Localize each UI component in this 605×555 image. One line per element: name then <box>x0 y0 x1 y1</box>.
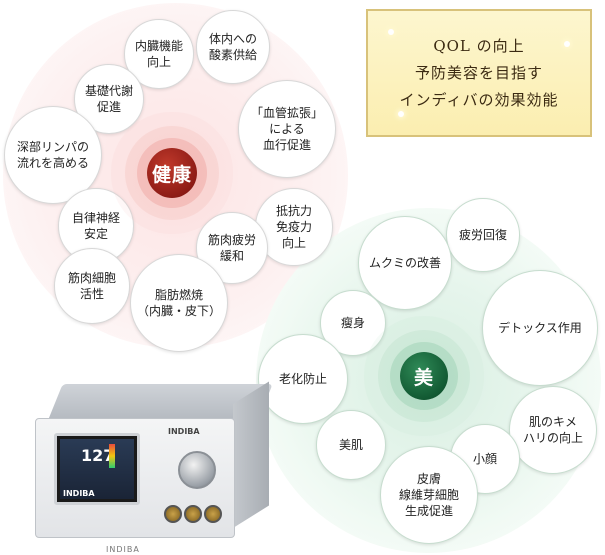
device-screen: 127 INDIBA <box>54 433 140 505</box>
dial-knob-icon <box>178 451 216 489</box>
sparkle-icon <box>388 29 394 35</box>
device-screen-value: 127 <box>81 446 115 465</box>
port-icon <box>184 505 202 523</box>
device-level-bar <box>109 444 115 468</box>
sparkle-icon <box>564 41 570 47</box>
qol-line-2: 予防美容を目指す <box>414 63 543 82</box>
qol-line-1: QOL の向上 <box>433 36 525 55</box>
beauty-bubble-fibroblast: 皮膚 線維芽細胞 生成促進 <box>380 446 478 544</box>
health-bubble-blood-flow: 「血管拡張」 による 血行促進 <box>238 80 336 178</box>
health-bubble-lymph: 深部リンパの 流れを高める <box>4 106 102 204</box>
beauty-center: 美 <box>400 352 448 400</box>
health-bubble-oxygen: 体内への 酸素供給 <box>196 10 270 84</box>
device-bottom-logo: INDIBA <box>106 545 140 554</box>
health-bubble-internal-organs: 内臓機能 向上 <box>124 19 194 89</box>
sparkle-icon <box>398 111 404 117</box>
qol-line-3: インディバの効果効能 <box>399 90 559 109</box>
health-bubble-immunity: 抵抗力 免疫力 向上 <box>255 188 333 266</box>
device-front-panel: 127 INDIBA INDIBA INDIBA <box>35 418 235 554</box>
beauty-bubble-swelling: ムクミの改善 <box>358 216 452 310</box>
beauty-bubble-beautiful-skin: 美肌 <box>316 410 386 480</box>
beauty-bubble-anti-aging: 老化防止 <box>258 334 348 424</box>
device-screen-logo: INDIBA <box>63 489 95 498</box>
port-icon <box>204 505 222 523</box>
health-bubble-muscle-cells: 筋肉細胞 活性 <box>54 248 130 324</box>
health-center: 健康 <box>147 148 197 198</box>
indiba-device-image: 127 INDIBA INDIBA INDIBA <box>35 381 273 554</box>
device-brand: INDIBA <box>168 427 200 436</box>
beauty-bubble-detox: デトックス作用 <box>482 270 598 386</box>
beauty-bubble-skin-texture: 肌のキメ ハリの向上 <box>509 386 597 474</box>
device-side <box>233 381 269 528</box>
qol-headline-box: QOL の向上 予防美容を目指す インディバの効果効能 <box>366 9 592 137</box>
health-bubble-fat-burning: 脂肪燃焼 （内臓・皮下） <box>130 254 228 352</box>
port-icon <box>164 505 182 523</box>
beauty-bubble-fatigue-recovery: 疲労回復 <box>446 198 520 272</box>
